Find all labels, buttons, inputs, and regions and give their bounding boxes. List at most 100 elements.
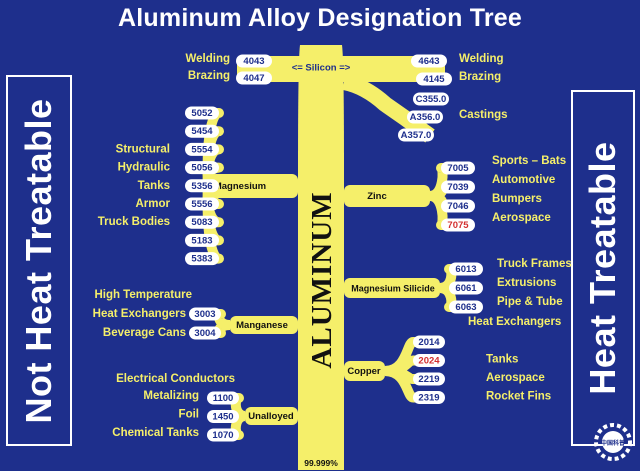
copper-twig-3 — [384, 366, 429, 403]
silicon-alloy-a356-0-box — [407, 110, 443, 124]
zinc-alloy-7005-box — [441, 161, 475, 175]
magnesium-silicide-branch — [344, 278, 440, 298]
magnesium-alloy-5056: 5056 — [191, 163, 212, 174]
zinc-alloy-7046-box — [441, 199, 475, 213]
page-title: Aluminum Alloy Designation Tree — [118, 4, 522, 32]
copper-alloy-2219-box — [413, 372, 445, 386]
magnesium-silicide-alloy-6063: 6063 — [455, 302, 476, 313]
silicon-alloy-a357-0: A357.0 — [401, 130, 432, 141]
magnesium-alloy-5083: 5083 — [191, 217, 212, 228]
magnesium-silicide-extra-application: Heat Exchangers — [468, 316, 561, 328]
copper-alloy-2319-box — [413, 391, 445, 404]
magnesium-alloy-5356-box — [185, 179, 219, 193]
unalloyed-application-0: Metalizing — [143, 390, 199, 402]
silicon-alloy-4043: 4043 — [243, 56, 264, 67]
manganese-alloy-3003: 3003 — [194, 309, 215, 320]
unalloyed-extra-application: Electrical Conductors — [116, 373, 235, 385]
silicon-label: <= Silicon => — [292, 63, 351, 74]
copper-alloy-2014-box — [413, 335, 445, 349]
magnesium-silicide-alloy-6063-box — [449, 300, 483, 314]
silicon-alloy-a356-0: A356.0 — [410, 112, 441, 123]
silicon-alloy-4047: 4047 — [243, 73, 264, 84]
copper-alloy-2024: 2024 — [418, 356, 440, 367]
watermark-logo-text: 中国科普 — [601, 439, 625, 447]
manganese-application-1: Beverage Cans — [103, 327, 186, 339]
copper-alloy-2219: 2219 — [418, 374, 439, 385]
magnesium-silicide-alloy-6013: 6013 — [455, 264, 476, 275]
copper-branch — [344, 361, 385, 381]
unalloyed-application-2: Chemical Tanks — [112, 427, 199, 439]
magnesium-alloy-5383: 5383 — [191, 254, 212, 265]
copper-application-2: Aerospace — [486, 372, 545, 384]
silicon-alloy-4145: 4145 — [423, 74, 445, 85]
silicon-application-5: Castings — [459, 109, 508, 121]
unalloyed-alloy-1450-box — [207, 410, 239, 423]
magnesium-alloy-5556: 5556 — [191, 199, 212, 210]
magnesium-silicide-application-2: Pipe & Tube — [497, 296, 563, 308]
zinc-label: Zinc — [367, 191, 387, 202]
manganese-branch — [230, 316, 298, 334]
zinc-application-0: Sports – Bats — [492, 155, 566, 167]
silicon-alloy-4643: 4643 — [418, 56, 439, 67]
copper-application-3: Rocket Fins — [486, 391, 551, 403]
copper-application-1: Tanks — [486, 354, 518, 366]
zinc-application-3: Aerospace — [492, 212, 551, 224]
zinc-application-1: Automotive — [492, 174, 555, 186]
silicon-alloy-4043-box — [236, 54, 272, 68]
magnesium-alloy-5056-box — [185, 161, 219, 175]
magnesium-application-4: Tanks — [138, 180, 170, 192]
magnesium-alloy-5052-box — [185, 106, 219, 120]
zinc-alloy-7075: 7075 — [447, 220, 469, 231]
unalloyed-alloy-1450: 1450 — [212, 412, 233, 423]
silicon-alloy-a357-0-box — [398, 128, 434, 142]
unalloyed-alloy-1100-box — [207, 391, 239, 405]
gear-logo-icon: 中国科普 — [594, 423, 632, 461]
manganese-alloy-3004-box — [189, 326, 221, 340]
silicon-application-3: Brazing — [459, 71, 501, 83]
magnesium-alloy-5554-box — [185, 142, 219, 156]
zinc-alloy-7075-box — [441, 218, 475, 232]
silicon-castings-branch — [342, 74, 435, 143]
manganese-alloy-3003-box — [189, 307, 221, 321]
silicon-application-0: Welding — [185, 53, 230, 65]
silicon-alloy-4643-box — [411, 54, 447, 68]
unalloyed-alloy-1070-box — [207, 428, 239, 442]
unalloyed-branch — [245, 407, 298, 425]
trunk-label: ALUMINUM — [306, 191, 338, 368]
zinc-application-2: Bumpers — [492, 193, 542, 205]
magnesium-silicide-alloy-6013-box — [449, 262, 483, 276]
manganese-application-0: Heat Exchangers — [93, 308, 186, 320]
magnesium-silicide-application-0: Truck Frames — [497, 258, 572, 270]
silicon-branch — [237, 56, 445, 82]
magnesium-application-2: Structural — [116, 143, 170, 155]
copper-label: Copper — [347, 366, 381, 377]
magnesium-alloy-5356: 5356 — [191, 181, 212, 192]
magnesium-alloy-5454: 5454 — [191, 126, 213, 137]
silicon-alloy-4145-box — [416, 72, 452, 86]
manganese-alloy-3004: 3004 — [194, 328, 216, 339]
magnesium-silicide-alloy-6061: 6061 — [455, 283, 477, 294]
magnesium-application-5: Armor — [135, 198, 170, 210]
magnesium-silicide-application-1: Extrusions — [497, 277, 556, 289]
silicon-application-1: Brazing — [188, 70, 230, 82]
unalloyed-label: Unalloyed — [248, 411, 294, 422]
purity-label: 99.999% — [304, 458, 338, 468]
silicon-alloy-c355-0-box — [413, 92, 449, 106]
manganese-label: Manganese — [236, 320, 288, 331]
magnesium-silicide-label: Magnesium Silicide — [351, 284, 435, 294]
magnesium-application-6: Truck Bodies — [98, 216, 170, 228]
magnesium-alloy-5183-box — [185, 233, 219, 247]
magnesium-alloy-5454-box — [185, 124, 219, 138]
magnesium-alloy-5383-box — [185, 252, 219, 266]
magnesium-alloy-5083-box — [185, 215, 219, 229]
zinc-alloy-7046: 7046 — [447, 201, 468, 212]
magnesium-label: Magnesium — [214, 181, 266, 192]
magnesium-alloy-5183: 5183 — [191, 235, 212, 246]
not-heat-treatable-panel: Not Heat Treatable — [6, 75, 72, 446]
manganese-extra-application: High Temperature — [94, 289, 192, 301]
silicon-alloy-c355-0: C355.0 — [416, 94, 447, 105]
zinc-alloy-7039: 7039 — [447, 182, 468, 193]
unalloyed-application-1: Foil — [179, 409, 199, 421]
magnesium-alloy-5554: 5554 — [191, 144, 213, 155]
copper-alloy-2319: 2319 — [418, 393, 439, 404]
